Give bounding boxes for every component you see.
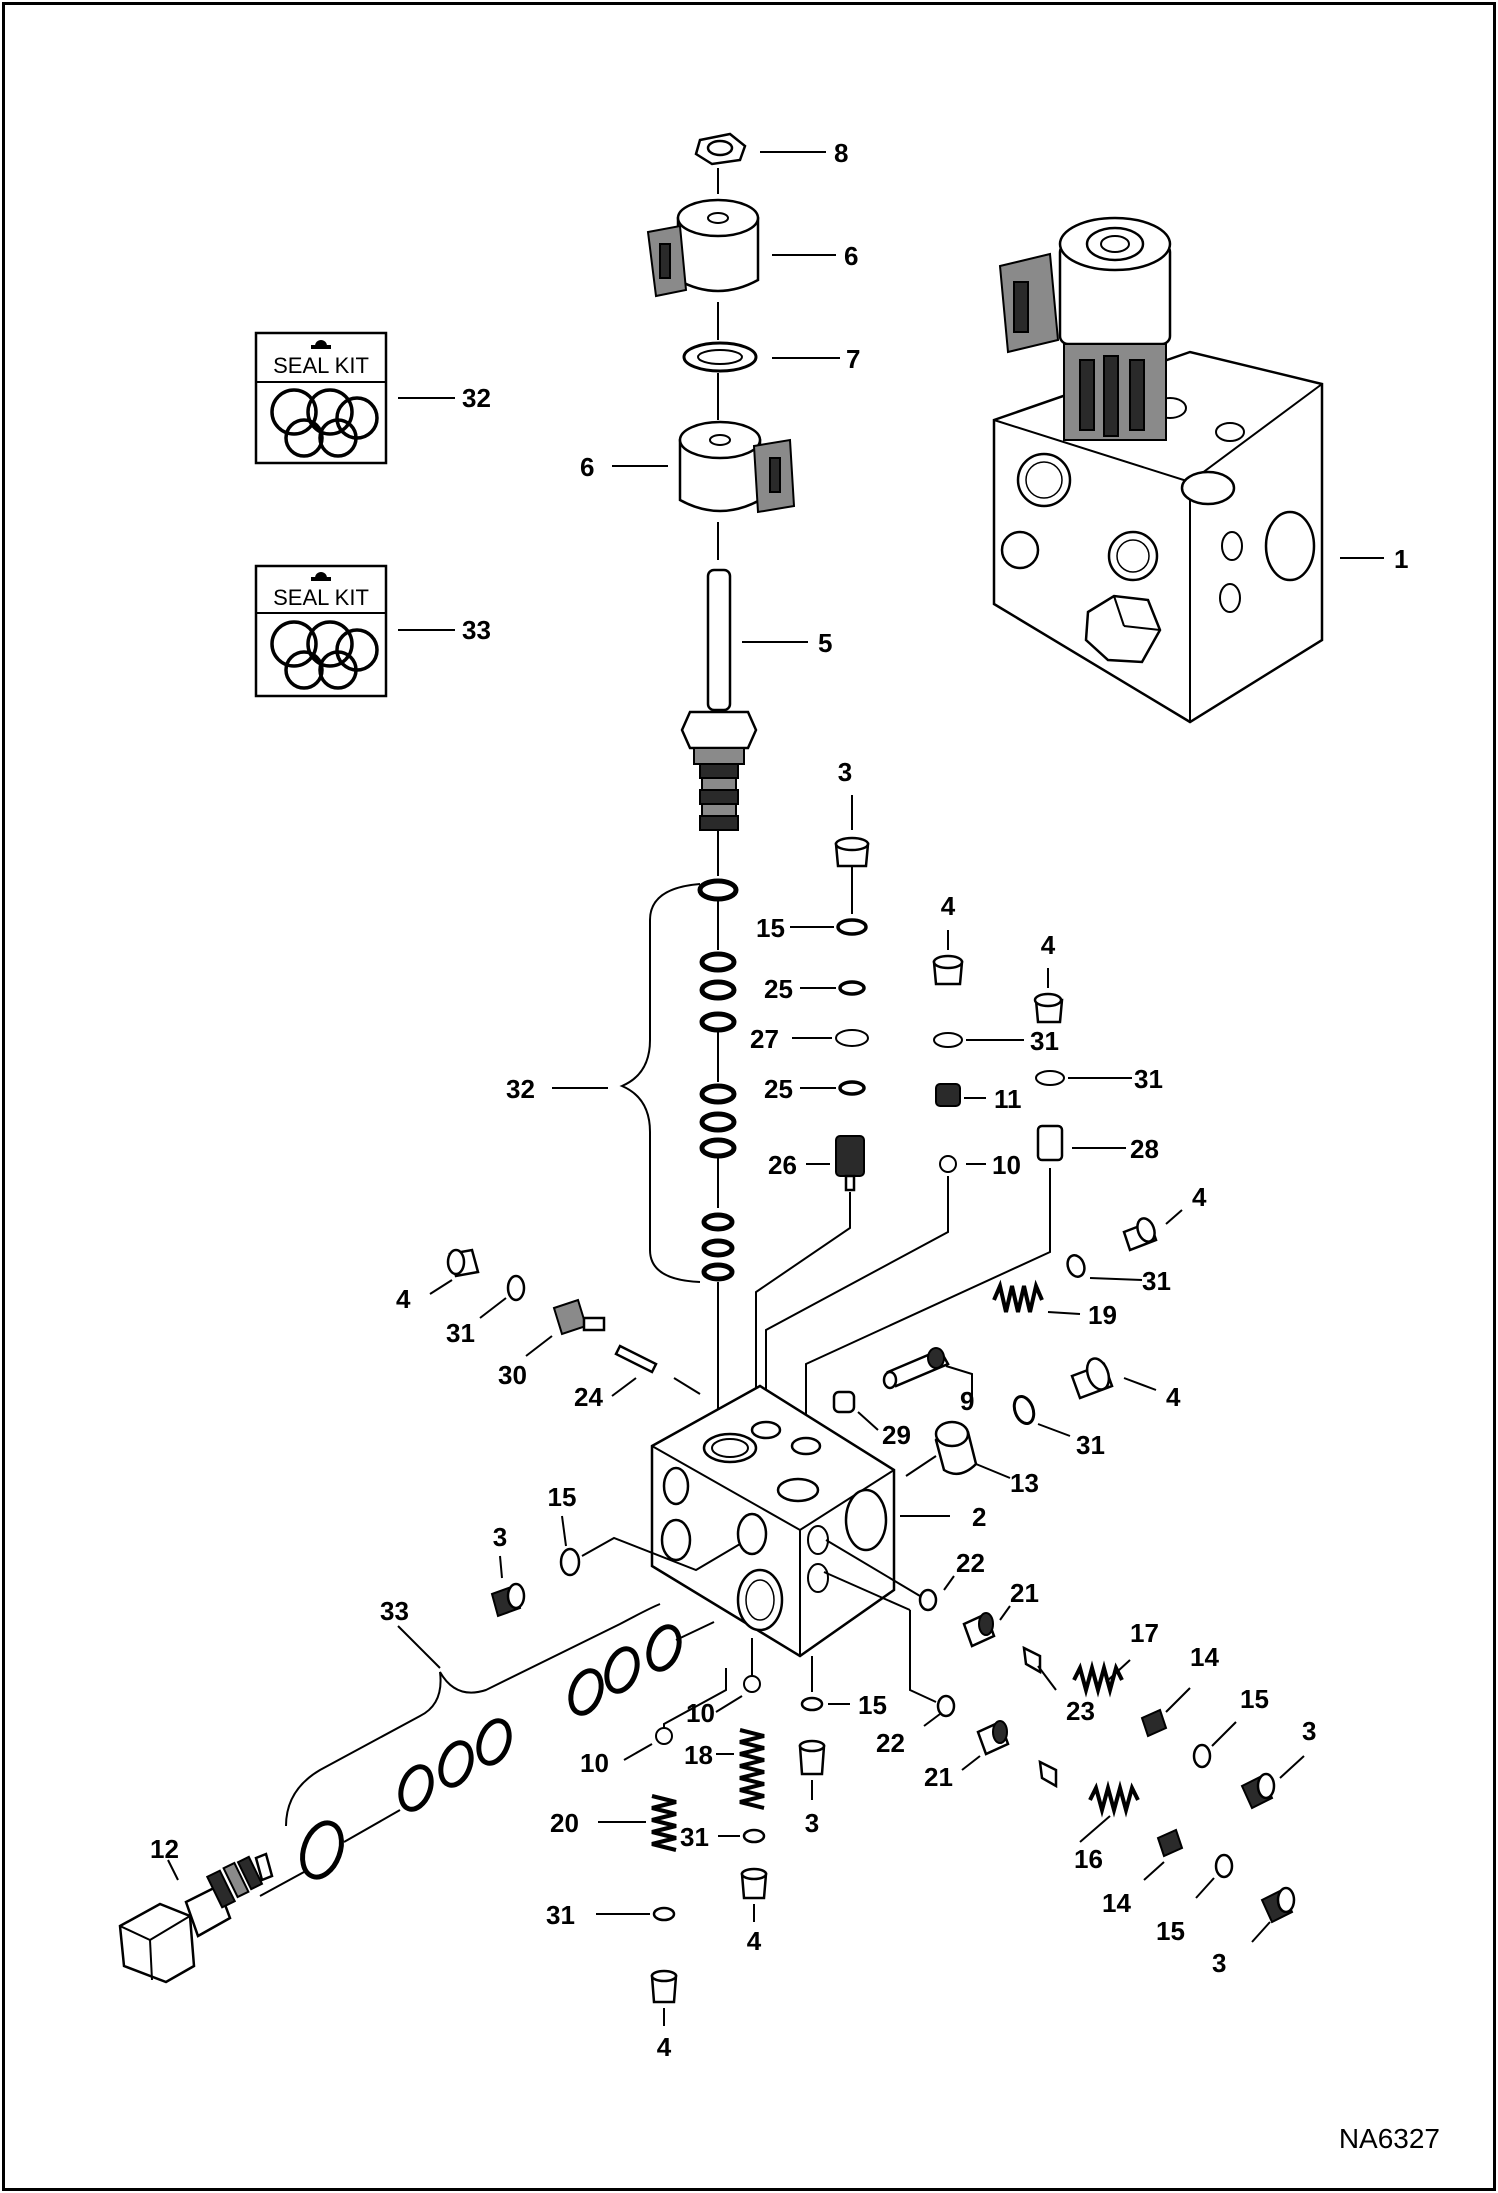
callout-20: 20 <box>550 1808 579 1838</box>
callout-9: 9 <box>960 1386 974 1416</box>
callout-7: 7 <box>846 344 860 374</box>
callout-14-b: 14 <box>1102 1888 1131 1918</box>
callout-24: 24 <box>574 1382 603 1412</box>
callout-32-stack: 32 <box>506 1074 535 1104</box>
callout-4-d: 4 <box>1192 1182 1207 1212</box>
callout-2: 2 <box>972 1502 986 1532</box>
drawing-reference: NA6327 <box>1339 2123 1440 2154</box>
callout-23: 23 <box>1066 1696 1095 1726</box>
callout-12: 12 <box>150 1834 179 1864</box>
coil-6-upper: 6 <box>646 198 858 298</box>
seal-stack-33: 33 <box>259 1596 715 1897</box>
callout-13: 13 <box>1010 1468 1039 1498</box>
callout-15-e: 15 <box>1156 1916 1185 1946</box>
plug-4-left: 4 31 <box>396 1248 526 1348</box>
pin-24: 24 <box>574 1344 701 1412</box>
callout-4-g: 4 <box>747 1926 762 1956</box>
callout-10-d: 10 <box>580 1748 609 1778</box>
plug-4-right-mid: 4 31 <box>1012 1357 1181 1460</box>
callout-14-a: 14 <box>1190 1642 1219 1672</box>
callout-4-b: 4 <box>941 891 956 921</box>
callout-22-a: 22 <box>956 1548 985 1578</box>
callout-10-c: 10 <box>686 1698 715 1728</box>
callout-31-e: 31 <box>1076 1430 1105 1460</box>
poppet-9: 9 <box>882 1347 974 1416</box>
callout-33-stack: 33 <box>380 1596 409 1626</box>
callout-27: 27 <box>750 1024 779 1054</box>
callout-3-r2: 3 <box>1212 1948 1226 1978</box>
callout-15-d: 15 <box>858 1690 887 1720</box>
column-relief-cartridge: 3 15 25 27 25 26 <box>750 757 870 1406</box>
plug-3-left: 15 3 <box>490 1482 741 1618</box>
column-check-b: 4 31 11 10 <box>765 891 1059 1412</box>
callout-19: 19 <box>1088 1300 1117 1330</box>
callout-3-bottom: 3 <box>805 1808 819 1838</box>
callout-15-a: 15 <box>756 913 785 943</box>
callout-31-b: 31 <box>1030 1026 1059 1056</box>
callout-28: 28 <box>1130 1134 1159 1164</box>
callout-3-top: 3 <box>838 757 852 787</box>
bottom-stack-left: 10 20 31 4 <box>546 1668 727 2062</box>
callout-31-d: 31 <box>1142 1266 1171 1296</box>
callout-16: 16 <box>1074 1844 1103 1874</box>
relief-cartridge-12: 12 <box>118 1834 274 1984</box>
callout-18: 18 <box>684 1740 713 1770</box>
callout-29: 29 <box>882 1420 911 1450</box>
callout-1: 1 <box>1394 544 1408 574</box>
bottom-stack-center: 10 18 31 4 <box>680 1638 768 1956</box>
callout-4-f: 4 <box>396 1284 411 1314</box>
callout-25-a: 25 <box>764 974 793 1004</box>
callout-15-c: 15 <box>1240 1684 1269 1714</box>
washer-7: 7 <box>682 341 860 374</box>
seal-stack-32: 32 <box>506 830 739 1410</box>
callout-15-b: 15 <box>548 1482 577 1512</box>
callout-32: 32 <box>462 383 491 413</box>
nut-8: 8 <box>694 132 848 168</box>
callout-25-b: 25 <box>764 1074 793 1104</box>
callout-31-f: 31 <box>446 1318 475 1348</box>
callout-31-h: 31 <box>546 1900 575 1930</box>
callout-3-left: 3 <box>493 1522 507 1552</box>
callout-4-c: 4 <box>1041 930 1056 960</box>
callout-31-g: 31 <box>680 1822 709 1852</box>
valve-assembly-1: 1 <box>992 216 1408 724</box>
seal-kit-label: SEAL KIT <box>273 585 369 610</box>
column-check-c: 4 31 28 <box>805 930 1163 1432</box>
seat-29: 29 <box>832 1390 911 1450</box>
callout-5: 5 <box>818 628 832 658</box>
callout-26: 26 <box>768 1150 797 1180</box>
callout-6-lower: 6 <box>580 452 594 482</box>
manifold-body-2: 2 <box>650 1384 986 1658</box>
callout-4-h: 4 <box>657 2032 672 2062</box>
seal-kit-label: SEAL KIT <box>273 353 369 378</box>
seal-kit-32: SEAL KIT 32 <box>254 331 491 465</box>
right-bore-lower: 22 21 16 14 15 3 <box>823 1571 1296 1978</box>
callout-17: 17 <box>1130 1618 1159 1648</box>
coil-6-lower: 6 <box>580 420 796 514</box>
cartridge-5: 5 <box>680 568 832 831</box>
callout-30: 30 <box>498 1360 527 1390</box>
callout-31-c: 31 <box>1134 1064 1163 1094</box>
callout-21-a: 21 <box>1010 1578 1039 1608</box>
callout-6-upper: 6 <box>844 241 858 271</box>
callout-22-b: 22 <box>876 1728 905 1758</box>
right-bore-upper: 22 21 23 17 14 15 3 <box>825 1539 1316 1810</box>
callout-33: 33 <box>462 615 491 645</box>
callout-21-b: 21 <box>924 1762 953 1792</box>
sleeve-13: 13 <box>905 1420 1039 1498</box>
seal-kit-33: SEAL KIT 33 <box>254 564 491 698</box>
callout-4-e: 4 <box>1166 1382 1181 1412</box>
plug-4-right-top: 4 31 <box>1066 1182 1207 1296</box>
callout-3-r1: 3 <box>1302 1716 1316 1746</box>
bottom-stack-right: 15 3 <box>798 1656 887 1838</box>
callout-8: 8 <box>834 138 848 168</box>
cartridge-30: 30 <box>498 1298 606 1390</box>
callout-10-b: 10 <box>992 1150 1021 1180</box>
callout-11: 11 <box>994 1084 1022 1114</box>
spring-19: 19 <box>992 1279 1117 1330</box>
